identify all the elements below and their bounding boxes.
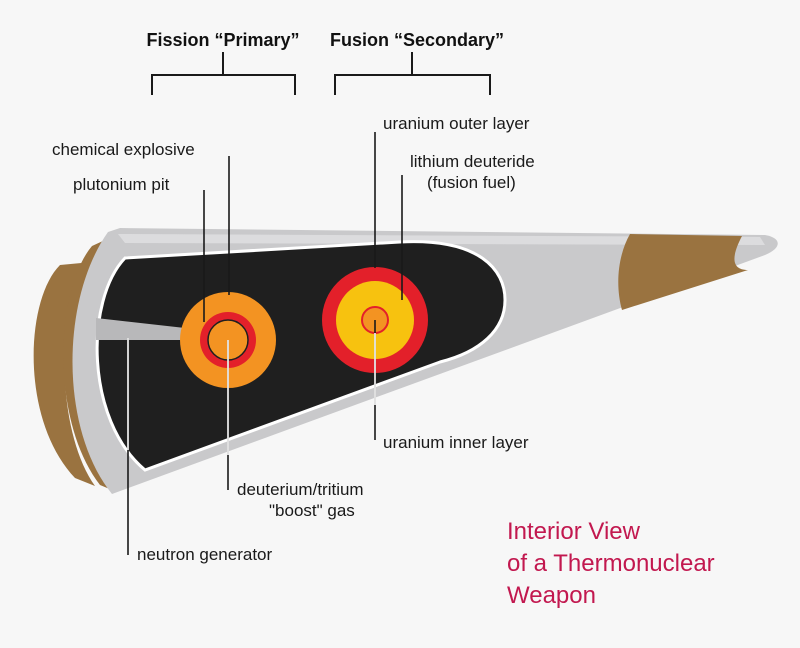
primary-bracket (151, 52, 296, 95)
title-line-1: Interior View (507, 518, 640, 545)
label-chemical-explosive: chemical explosive (52, 140, 195, 159)
title-line-2: of a Thermonuclear (507, 550, 715, 577)
secondary-bracket (334, 52, 491, 95)
label-deuterium-tritium: deuterium/tritium (237, 480, 364, 499)
nose-band (618, 234, 748, 310)
header-fission-primary: Fission “Primary” (146, 30, 300, 50)
label-neutron-generator: neutron generator (137, 545, 273, 564)
header-fusion-secondary: Fusion “Secondary” (330, 30, 505, 50)
neutron-generator (96, 318, 185, 340)
label-uranium-outer-layer: uranium outer layer (383, 114, 530, 133)
label-plutonium-pit: plutonium pit (73, 175, 170, 194)
rear-bronze-ring-inner (63, 240, 112, 490)
label-fusion-fuel: (fusion fuel) (427, 173, 516, 192)
label-boost-gas: "boost" gas (269, 501, 355, 520)
title-line-3: Weapon (507, 582, 596, 609)
label-lithium-deuteride: lithium deuteride (410, 152, 535, 171)
label-uranium-inner-layer: uranium inner layer (383, 433, 529, 452)
casing-highlight (118, 234, 765, 245)
